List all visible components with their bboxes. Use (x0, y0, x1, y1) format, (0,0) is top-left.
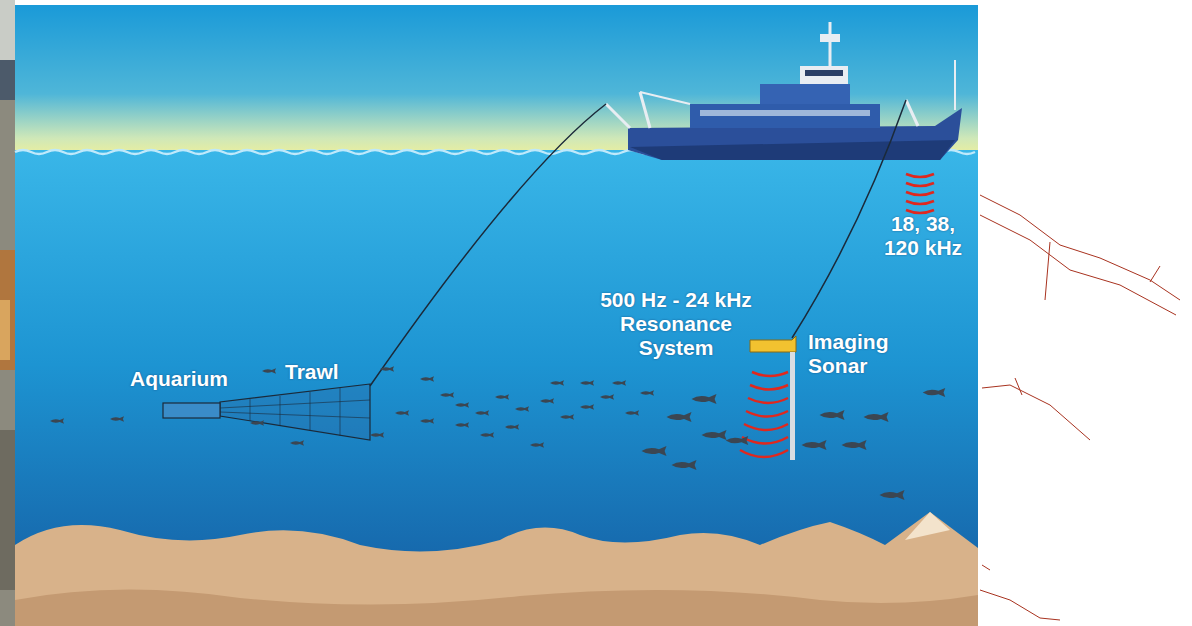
seafloor (15, 512, 978, 626)
trawl-cable (370, 104, 606, 386)
frequency-label: 18, 38, 120 kHz (873, 212, 973, 260)
trawl-net (220, 384, 370, 440)
net-mesh (220, 388, 370, 436)
research-ship (606, 22, 962, 160)
fish-school (50, 366, 945, 500)
resonance-device (750, 336, 796, 460)
aquarium-box (163, 403, 220, 418)
seafloor-highlight (905, 512, 950, 540)
map-lines (980, 195, 1180, 620)
aquarium-label: Aquarium (130, 367, 228, 391)
photo-strip (0, 0, 15, 626)
echosounder-waves (906, 174, 934, 213)
water (15, 150, 978, 626)
sonar-cable (792, 100, 906, 338)
system-label: 500 Hz - 24 kHz Resonance System (597, 288, 755, 360)
sonar-label: Imaging Sonar (808, 330, 920, 378)
trawl-label: Trawl (285, 360, 339, 384)
seafloor-shade (15, 589, 978, 626)
